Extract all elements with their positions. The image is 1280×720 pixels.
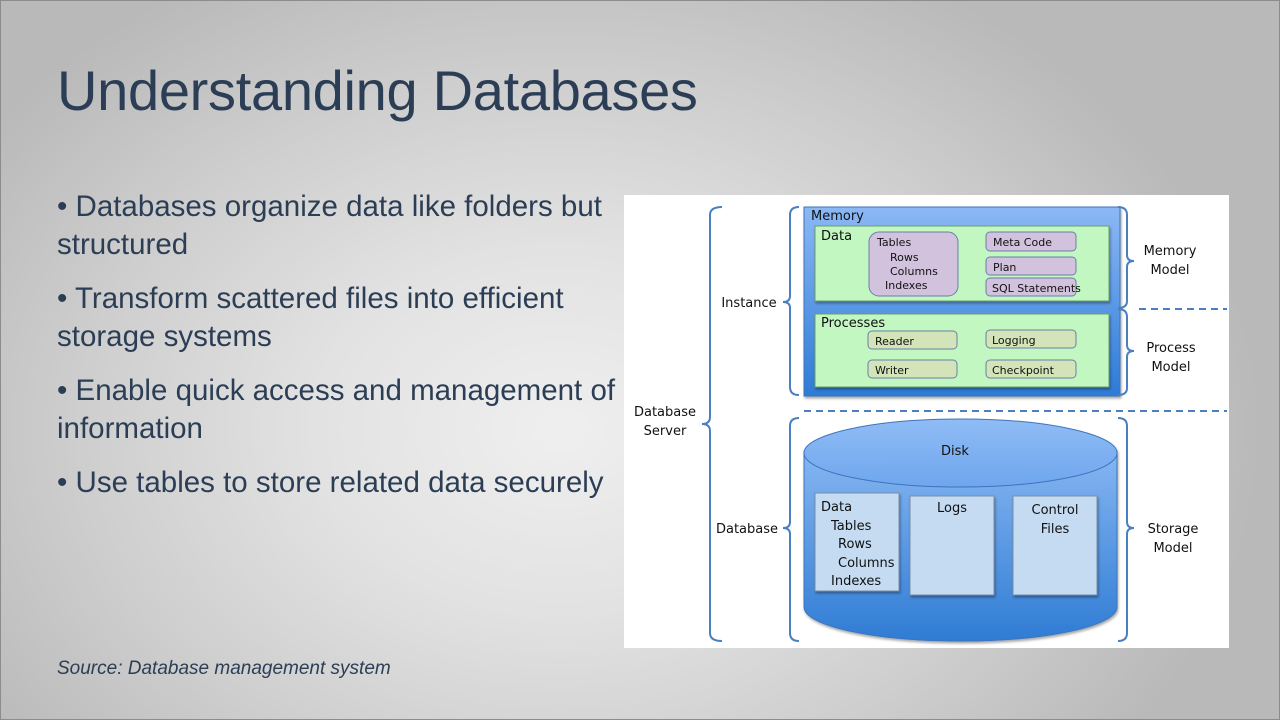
database-architecture-diagram: Database Server Instance Database Memory…: [624, 195, 1229, 648]
server-label-line1: Database: [634, 405, 696, 420]
sql-statements-box: [985, 277, 1077, 297]
source-caption: Source: Database management system: [57, 658, 391, 679]
reader-label: Reader: [875, 335, 914, 348]
bullet-item: • Enable quick access and management of …: [57, 374, 616, 445]
disk-data-rows: Rows: [838, 537, 872, 552]
logs-box: [909, 495, 995, 596]
process-model-bracket: [1117, 308, 1135, 396]
logs-label: Logs: [937, 501, 967, 516]
server-label-line2: Server: [644, 424, 687, 439]
bullet-list: • Databases organize data like folders b…: [57, 188, 617, 518]
disk-title: Disk: [941, 444, 969, 459]
writer-label: Writer: [875, 364, 909, 377]
disk-data-indexes: Indexes: [831, 574, 881, 589]
tables-box-tables: Tables: [876, 236, 911, 249]
plan-label: Plan: [993, 261, 1016, 274]
storage-model-line2: Model: [1153, 541, 1192, 556]
control-files-box: [1012, 495, 1098, 596]
disk-data-title: Data: [821, 500, 852, 515]
bullet-item: • Use tables to store related data secur…: [57, 466, 604, 499]
bullet-item: • Transform scattered files into efficie…: [57, 282, 564, 353]
processes-panel-title: Processes: [821, 316, 885, 331]
logging-box: [985, 329, 1077, 349]
memory-model-line2: Model: [1150, 263, 1189, 278]
memory-model-bracket: [1117, 206, 1135, 309]
memory-model-line1: Memory: [1144, 244, 1197, 259]
tables-box-indexes: Indexes: [885, 279, 928, 292]
process-model-line1: Process: [1146, 341, 1196, 356]
logging-label: Logging: [992, 334, 1036, 347]
sql-statements-label: SQL Statements: [992, 282, 1081, 295]
process-model-line2: Model: [1151, 360, 1190, 375]
instance-bracket: [782, 206, 800, 396]
writer-box: [867, 359, 958, 379]
instance-label: Instance: [721, 296, 776, 311]
tables-box-rows: Rows: [890, 251, 919, 264]
control-files-line2: Files: [1041, 522, 1070, 537]
storage-model-line1: Storage: [1148, 522, 1199, 537]
control-files-line1: Control: [1032, 503, 1079, 518]
disk-data-tables: Tables: [830, 519, 872, 534]
plan-box: [985, 256, 1077, 276]
checkpoint-box: [985, 359, 1077, 379]
reader-box: [867, 330, 958, 350]
storage-model-bracket: [1117, 417, 1135, 642]
database-bracket: [782, 417, 800, 642]
meta-code-label: Meta Code: [993, 236, 1052, 249]
tables-box: [868, 231, 959, 297]
data-panel-title: Data: [821, 229, 852, 244]
memory-title: Memory: [811, 209, 864, 224]
disk-data-columns: Columns: [838, 556, 895, 571]
checkpoint-label: Checkpoint: [992, 364, 1055, 377]
database-label: Database: [716, 522, 778, 537]
bullet-item: • Databases organize data like folders b…: [57, 190, 602, 261]
server-bracket: [701, 206, 723, 642]
tables-box-columns: Columns: [890, 265, 938, 278]
slide-title: Understanding Databases: [57, 59, 698, 122]
disk-data-box: [814, 492, 900, 592]
meta-code-box: [985, 231, 1077, 252]
